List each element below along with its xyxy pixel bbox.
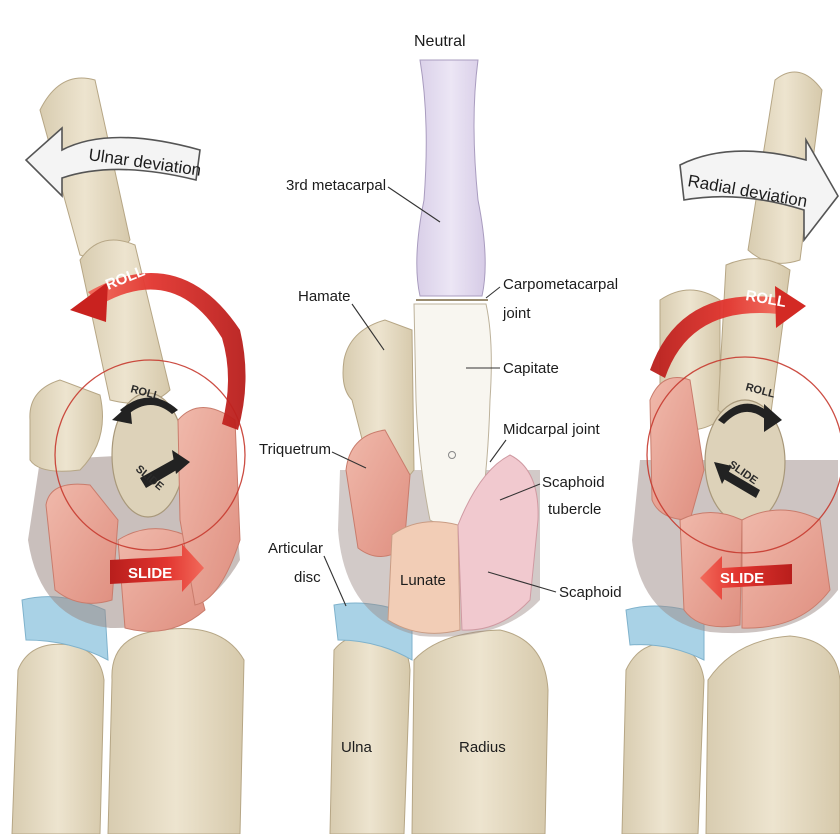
- ulna-bone: [12, 644, 104, 834]
- scaphoid-label: Scaphoid: [559, 584, 622, 601]
- carpometacarpal-label-1: Carpometacarpal: [503, 276, 618, 293]
- slide-label-large: SLIDE: [128, 565, 172, 582]
- radius-bone: [706, 636, 840, 834]
- radius-bone: [108, 629, 244, 834]
- articular-disc-label-1: Articular: [268, 540, 323, 557]
- small-roll-arrowhead: [112, 404, 132, 424]
- ulna-label: Ulna: [341, 739, 373, 756]
- third-metacarpal-label: 3rd metacarpal: [286, 177, 386, 194]
- radius-label: Radius: [459, 739, 506, 756]
- ulna-bone: [330, 633, 410, 834]
- slide-label-large: SLIDE: [720, 570, 764, 587]
- third-metacarpal-bone: [417, 60, 485, 296]
- scaphoid-tubercle-label-1: Scaphoid: [542, 474, 605, 491]
- midcarpal-joint-label: Midcarpal joint: [503, 421, 601, 438]
- triquetrum-label: Triquetrum: [259, 441, 331, 458]
- scaphoid-tubercle-label-2: tubercle: [548, 501, 601, 518]
- articular-disc-label-2: disc: [294, 569, 321, 586]
- radial-deviation-panel: ROLL ROLL SLIDE SLIDE Radial deviation: [622, 72, 840, 834]
- lunate-label: Lunate: [400, 572, 446, 589]
- neutral-title: Neutral: [414, 33, 466, 50]
- capitate-label: Capitate: [503, 360, 559, 377]
- carpometacarpal-leader: [486, 287, 500, 298]
- ulnar-deviation-panel: ROLL ROLL SLIDE SLIDE Ulnar deviation: [12, 78, 246, 834]
- capitate-bone: [718, 259, 790, 424]
- neutral-panel: Neutral 3rd metacarpal Carpometacarpal j…: [259, 33, 622, 834]
- carpometacarpal-label-2: joint: [502, 305, 531, 322]
- ulna-bone: [622, 644, 704, 834]
- radius-bone: [412, 630, 548, 834]
- articular-disc-leader: [324, 556, 346, 606]
- hamate-label: Hamate: [298, 288, 351, 305]
